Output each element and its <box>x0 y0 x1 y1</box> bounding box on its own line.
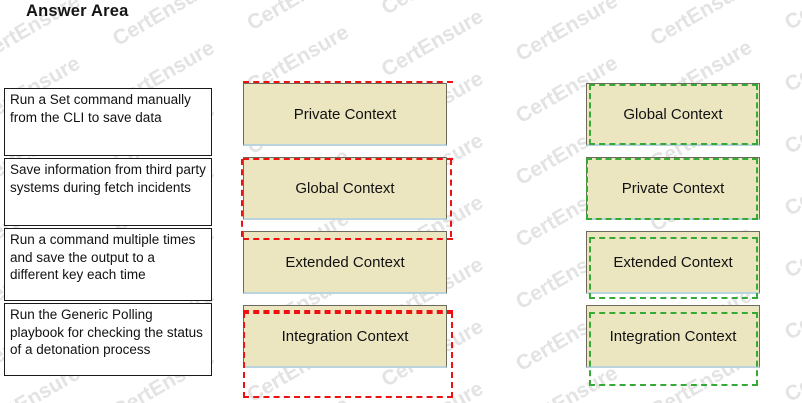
source-tile-2-label: Global Context <box>295 179 395 197</box>
answer-prompt-column: Run a Set command manually from the CLI … <box>4 88 212 378</box>
source-tile-3-label: Extended Context <box>285 253 405 271</box>
prompt-item-2-text: Save information from third party system… <box>10 162 206 195</box>
source-tile-extended-context[interactable]: Extended Context <box>243 231 447 294</box>
prompt-item-4: Run the Generic Polling playbook for che… <box>4 303 212 376</box>
target-tile-integration-context[interactable]: Integration Context <box>586 305 760 368</box>
page-title: Answer Area <box>26 2 129 20</box>
target-tile-4-label: Integration Context <box>609 327 737 345</box>
target-tile-3-label: Extended Context <box>613 253 733 271</box>
prompt-item-3: Run a command multiple times and save th… <box>4 228 212 301</box>
target-tile-global-context[interactable]: Global Context <box>586 83 760 146</box>
source-tile-1-label: Private Context <box>293 105 397 123</box>
source-tile-global-context[interactable]: Global Context <box>243 157 447 220</box>
prompt-item-1-text: Run a Set command manually from the CLI … <box>10 92 191 125</box>
target-tile-1-label: Global Context <box>623 105 723 123</box>
target-tile-private-context[interactable]: Private Context <box>586 157 760 220</box>
source-context-column: Private Context Global Context Extended … <box>243 83 447 379</box>
prompt-item-3-text: Run a command multiple times and save th… <box>10 232 196 282</box>
prompt-item-4-text: Run the Generic Polling playbook for che… <box>10 307 203 357</box>
prompt-item-2: Save information from third party system… <box>4 158 212 226</box>
target-tile-2-label: Private Context <box>621 179 725 197</box>
source-tile-private-context[interactable]: Private Context <box>243 83 447 146</box>
source-tile-integration-context[interactable]: Integration Context <box>243 305 447 368</box>
prompt-item-1: Run a Set command manually from the CLI … <box>4 88 212 156</box>
source-selection-mark-right-2 <box>450 159 452 237</box>
target-tile-extended-context[interactable]: Extended Context <box>586 231 760 294</box>
target-context-column: Global Context Private Context Extended … <box>586 83 760 379</box>
source-tile-4-label: Integration Context <box>281 327 409 345</box>
